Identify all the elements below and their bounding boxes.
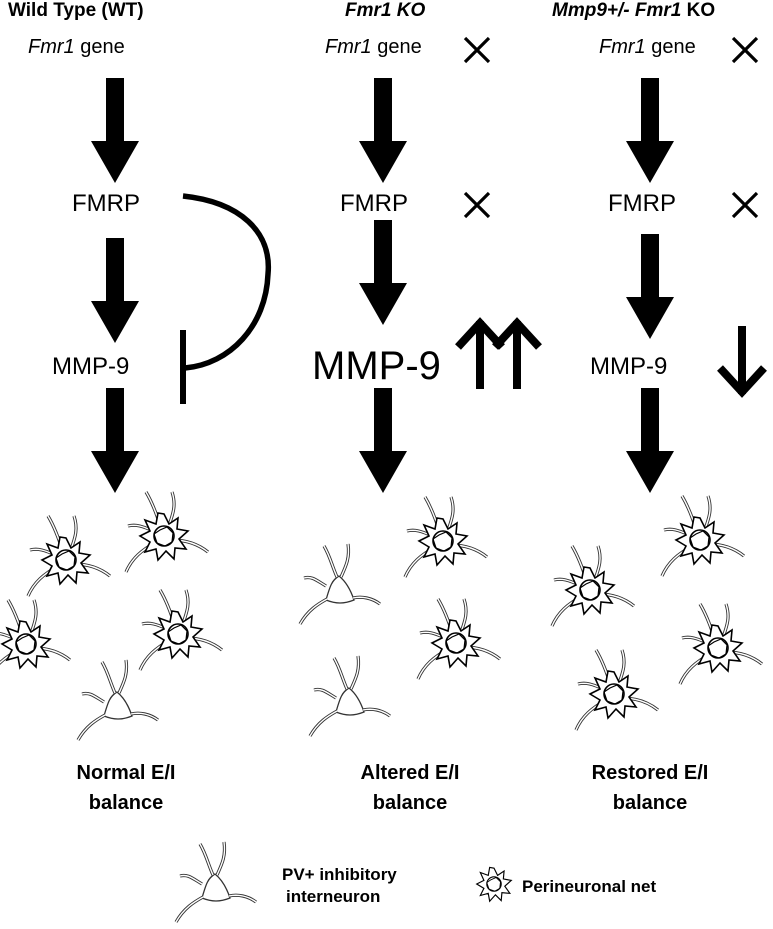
legend-interneuron-icon — [174, 840, 258, 924]
wt-gene-name: Fmr1 — [28, 36, 75, 58]
ko-title: Fmr1 KO — [345, 0, 426, 21]
legend-interneuron-line2: interneuron — [286, 887, 381, 906]
wt-pnn-neuron-3 — [0, 600, 70, 680]
wt-fmrp-label: FMRP — [72, 190, 140, 217]
ko-fmrp-label: FMRP — [340, 190, 408, 217]
ko-interneuron-1 — [298, 542, 382, 626]
ko-outcome-line1: Altered E/I — [360, 762, 460, 784]
wt-mmp9-label: MMP-9 — [52, 353, 130, 380]
legend-interneuron-line1: PV+ inhibitory — [282, 865, 397, 884]
ko-outcome-line2: balance — [372, 792, 448, 814]
ko-interneuron-2 — [308, 654, 392, 738]
dko-title: Mmp9+/- Fmr1 KO — [552, 0, 715, 22]
dko-outcome-line2: balance — [612, 792, 688, 814]
dko-gene-name: Fmr1 — [599, 36, 646, 58]
wt-inhibition-curve — [182, 193, 272, 371]
dko-outcome-line1: Restored E/I — [591, 762, 709, 784]
legend-interneuron-text: PV+ inhibitory interneuron — [282, 864, 397, 908]
wt-outcome: Normal E/I balance — [46, 758, 206, 818]
ko-pnn-neuron-2 — [418, 599, 500, 679]
dko-gene-label: Fmr1 gene — [599, 36, 696, 59]
dko-arrow-mmp9-to-cells — [626, 388, 674, 493]
wt-arrow-mmp9-to-cells — [91, 388, 139, 493]
ko-fmrp-x-icon — [463, 191, 491, 219]
ko-gene-name: Fmr1 — [325, 36, 372, 58]
dko-fmrp-x-icon — [731, 191, 759, 219]
ko-outcome: Altered E/I balance — [330, 758, 490, 818]
ko-mmp9-up-arrow-2-icon — [495, 321, 539, 389]
dko-gene-suffix: gene — [645, 36, 696, 58]
wt-outcome-line2: balance — [88, 792, 164, 814]
dko-pnn-neuron-2 — [662, 496, 744, 576]
wt-arrow-gene-to-fmrp — [91, 78, 139, 183]
ko-mmp9-label: MMP-9 — [312, 344, 441, 388]
legend-pnn-icon — [476, 866, 512, 902]
wt-outcome-line1: Normal E/I — [76, 762, 176, 784]
ko-arrow-mmp9-to-cells — [359, 388, 407, 493]
dko-gene-x-icon — [731, 36, 759, 64]
dko-arrow-gene-to-fmrp — [626, 78, 674, 183]
wt-gene-label: Fmr1 gene — [28, 36, 125, 59]
dko-outcome: Restored E/I balance — [565, 758, 735, 818]
ko-mmp9-up-arrow-1-icon — [458, 321, 502, 389]
wt-title: Wild Type (WT) — [8, 0, 144, 21]
wt-pnn-neuron-1 — [28, 516, 110, 596]
ko-gene-x-icon — [463, 36, 491, 64]
dko-pnn-neuron-3 — [680, 604, 762, 684]
dko-title-suffix: KO — [681, 0, 716, 21]
wt-pnn-neuron-2 — [126, 492, 208, 572]
wt-interneuron — [76, 658, 160, 742]
ko-pnn-neuron-1 — [405, 497, 487, 577]
dko-pnn-neuron-4 — [576, 650, 658, 730]
ko-arrow-gene-to-fmrp — [359, 78, 407, 183]
dko-mmp9-down-arrow-icon — [720, 326, 764, 394]
wt-pnn-neuron-4 — [140, 590, 222, 670]
ko-arrow-fmrp-to-mmp9 — [359, 220, 407, 325]
wt-gene-suffix: gene — [74, 36, 125, 58]
wt-arrow-fmrp-to-mmp9 — [91, 238, 139, 343]
legend-pnn-text: Perineuronal net — [522, 877, 657, 896]
ko-gene-suffix: gene — [371, 36, 422, 58]
dko-arrow-fmrp-to-mmp9 — [626, 234, 674, 339]
ko-gene-label: Fmr1 gene — [325, 36, 422, 59]
dko-fmrp-label: FMRP — [608, 190, 676, 217]
dko-title-italic: Mmp9+/- Fmr1 — [552, 0, 682, 21]
dko-pnn-neuron-1 — [552, 546, 634, 626]
dko-mmp9-label: MMP-9 — [590, 353, 668, 380]
